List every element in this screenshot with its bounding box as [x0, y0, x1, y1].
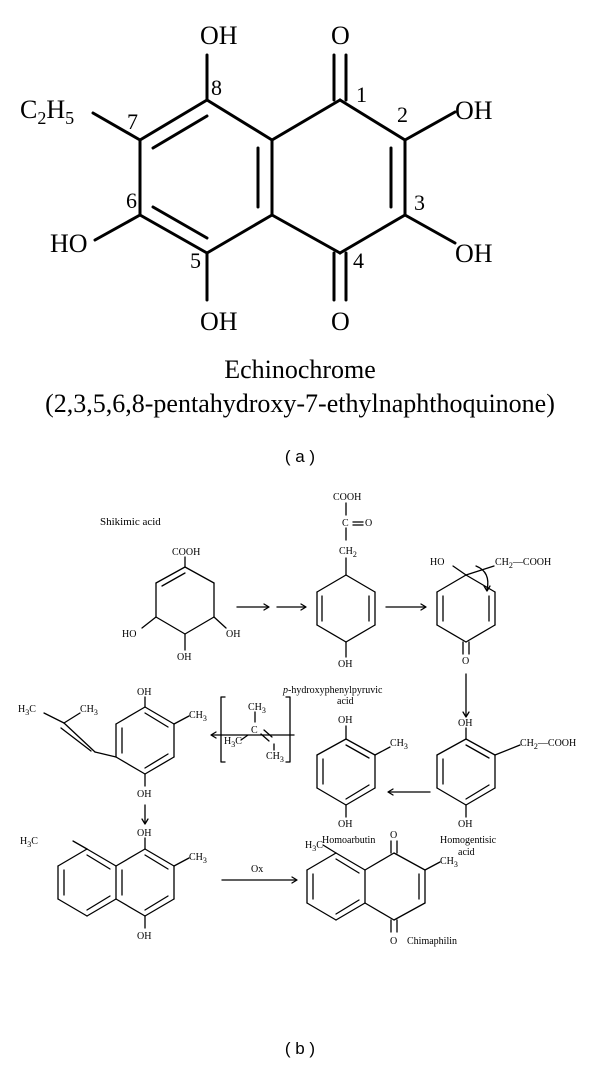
arrow-shikimic-to-pyruvic — [236, 603, 307, 611]
arrow-pyruvic-to-intermediate — [385, 603, 427, 611]
intermediate-ho-label: HO — [430, 557, 444, 568]
pyruvic-cooh-label: COOH — [333, 492, 361, 503]
homoarbutin-structure — [316, 725, 391, 818]
arrow-intermediate-to-homogentisic — [462, 673, 470, 718]
position-number-5: 5 — [190, 248, 201, 273]
biosynthesis-structures — [43, 502, 521, 933]
prenyl-unit-structure — [220, 696, 291, 763]
intermediate-o-label: O — [462, 656, 469, 667]
pyruvic-acid-structure — [316, 502, 376, 658]
oh-label-c5: OH — [200, 307, 238, 336]
homogentisic-ch2cooh-label: CH2—COOH — [520, 738, 576, 751]
position-number-2: 2 — [397, 102, 408, 127]
prenylated-h3c-label: H3C — [18, 704, 36, 717]
chimaphilin-o-top-label: O — [390, 830, 397, 841]
naphthol-ch3-label: CH3 — [189, 852, 207, 865]
pyruvic-acid-name-line2: acid — [337, 696, 354, 707]
pyruvic-oh-label: OH — [338, 659, 352, 670]
oxidation-label: Ox — [251, 864, 263, 875]
position-number-8: 8 — [211, 75, 222, 100]
compound-name: Echinochrome — [224, 355, 376, 384]
intermediate-ch2cooh-label: CH2—COOH — [495, 557, 551, 570]
position-number-3: 3 — [414, 190, 425, 215]
shikimic-oh-label-bottom: OH — [177, 652, 191, 663]
position-number-7: 7 — [127, 109, 138, 134]
biosynthesis-labels: Shikimic acid COOH HO OH OH COOH C O CH2… — [18, 492, 576, 1058]
oxidation-arrow — [221, 876, 298, 884]
prenyl-ch3-top-label: CH3 — [248, 702, 266, 715]
chimaphilin-ch3-label: CH3 — [440, 856, 458, 869]
homogentisic-oh-bottom-label: OH — [458, 819, 472, 830]
shikimic-acid-structure — [141, 556, 227, 651]
homogentisic-acid-structure — [436, 727, 521, 818]
echinochrome-structure — [91, 53, 457, 302]
echinochrome-labels: OH O OH OH O OH HO C2H5 1 2 3 4 5 6 7 8 … — [20, 21, 555, 466]
pyruvic-keto-o-label: O — [365, 518, 372, 529]
prenylated-ch3-label: CH3 — [189, 710, 207, 723]
position-number-1: 1 — [356, 82, 367, 107]
arrow-homogentisic-to-homoarbutin — [387, 788, 431, 796]
oh-label-c8: OH — [200, 21, 238, 50]
homogentisic-acid-name: Homogentisic — [440, 835, 497, 846]
pyruvic-ch2-label: CH2 — [339, 546, 357, 559]
position-number-4: 4 — [353, 248, 364, 273]
chimaphilin-name: Chimaphilin — [407, 936, 457, 947]
panel-label-b: ( b ) — [285, 1039, 315, 1058]
compound-iupac-name: (2,3,5,6,8-pentahydroxy-7-ethylnaphthoqu… — [45, 389, 555, 418]
oxygen-label-c1: O — [331, 21, 350, 50]
chimaphilin-structure — [306, 840, 441, 933]
homogentisic-acid-name-line2: acid — [458, 847, 475, 858]
homoarbutin-oh-bottom-label: OH — [338, 819, 352, 830]
naphthol-oh-top-label: OH — [137, 828, 151, 839]
prenyl-h3c-label: H3C — [224, 736, 242, 749]
pyruvic-acid-name: p-hydroxyphenylpyruvic — [282, 685, 383, 696]
shikimic-ho-label: HO — [122, 629, 136, 640]
homoarbutin-oh-top-label: OH — [338, 715, 352, 726]
naphthol-h3c-label: H3C — [20, 836, 38, 849]
prenylated-side-ch3-label: CH3 — [80, 704, 98, 717]
prenyl-c-label: C — [251, 725, 258, 736]
intermediate-structure — [436, 565, 496, 655]
shikimic-cooh-label: COOH — [172, 547, 200, 558]
pyruvic-keto-c-label: C — [342, 518, 349, 529]
position-number-6: 6 — [126, 188, 137, 213]
shikimic-acid-name: Shikimic acid — [100, 516, 161, 528]
prenylated-hydroquinone-structure — [43, 696, 190, 787]
oh-label-c3: OH — [455, 239, 493, 268]
panel-label-a: ( a ) — [285, 447, 315, 466]
naphthalenediol-structure — [57, 837, 190, 929]
naphthol-oh-bottom-label: OH — [137, 931, 151, 942]
prenyl-ch3-bottom-label: CH3 — [266, 751, 284, 764]
ethyl-label: C2H5 — [20, 95, 74, 128]
homoarbutin-name: Homoarbutin — [322, 835, 375, 846]
chimaphilin-h3c-label: H3C — [305, 840, 323, 853]
arrow-prenylated-to-naphthol — [141, 804, 149, 825]
shikimic-oh-label-right: OH — [226, 629, 240, 640]
oh-label-c2: OH — [455, 96, 493, 125]
prenylated-oh-top-label: OH — [137, 687, 151, 698]
ho-label-c6: HO — [50, 229, 88, 258]
homoarbutin-ch3-label: CH3 — [390, 738, 408, 751]
prenylated-oh-bottom-label: OH — [137, 789, 151, 800]
oxygen-label-c4: O — [331, 307, 350, 336]
arrow-to-prenylated — [210, 731, 295, 739]
chimaphilin-o-bottom-label: O — [390, 936, 397, 947]
homogentisic-oh-top-label: OH — [458, 718, 472, 729]
